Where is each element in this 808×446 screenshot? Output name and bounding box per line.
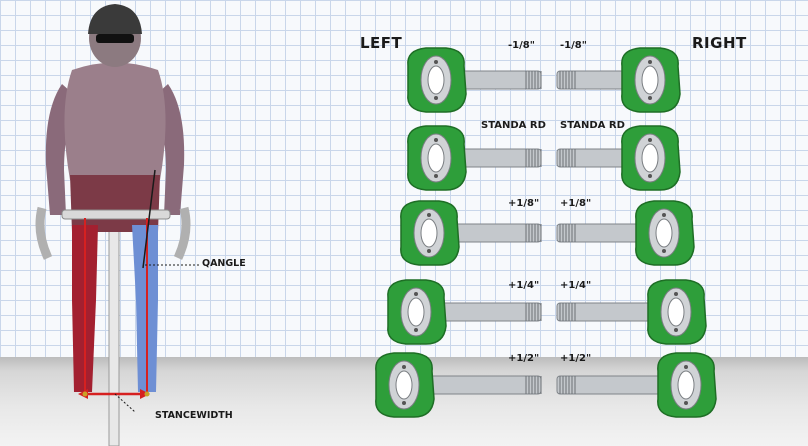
row-2-left-label: STANDA RD (481, 120, 546, 131)
right-pedal-2 (621, 125, 681, 191)
stance-width-label: STANCEWIDTH (155, 410, 233, 421)
row-5-left-label: +1/2" (508, 353, 540, 364)
right-spindle-4 (556, 302, 655, 322)
q-angle-label: QANGLE (202, 258, 246, 269)
right-spindle-1 (556, 70, 629, 90)
row-4-left-label: +1/4" (508, 280, 540, 291)
row-5-right-label: +1/2" (560, 353, 592, 364)
right-header: RIGHT (692, 34, 747, 52)
right-pedal-4 (647, 279, 707, 345)
right-pedal-5 (657, 352, 717, 418)
left-pedal-3 (400, 200, 460, 266)
right-pedal-1 (621, 47, 681, 113)
right-spindle-5 (556, 375, 665, 395)
row-2-right-label: STANDA RD (560, 120, 625, 131)
left-pedal-2 (407, 125, 467, 191)
right-spindle-3 (556, 223, 643, 243)
left-spindle-2 (457, 148, 542, 168)
left-spindle-4 (437, 302, 542, 322)
row-3-left-label: +1/8" (508, 198, 540, 209)
right-spindle-2 (556, 148, 629, 168)
left-spindle-3 (450, 223, 542, 243)
right-pedal-3 (635, 200, 695, 266)
left-spindle-5 (425, 375, 542, 395)
left-header: LEFT (360, 34, 403, 52)
row-4-right-label: +1/4" (560, 280, 592, 291)
row-1-right-label: -1/8" (560, 40, 587, 51)
left-pedal-4 (387, 279, 447, 345)
row-1-left-label: -1/8" (508, 40, 535, 51)
left-pedal-5 (375, 352, 435, 418)
left-spindle-1 (457, 70, 542, 90)
left-pedal-1 (407, 47, 467, 113)
row-3-right-label: +1/8" (560, 198, 592, 209)
